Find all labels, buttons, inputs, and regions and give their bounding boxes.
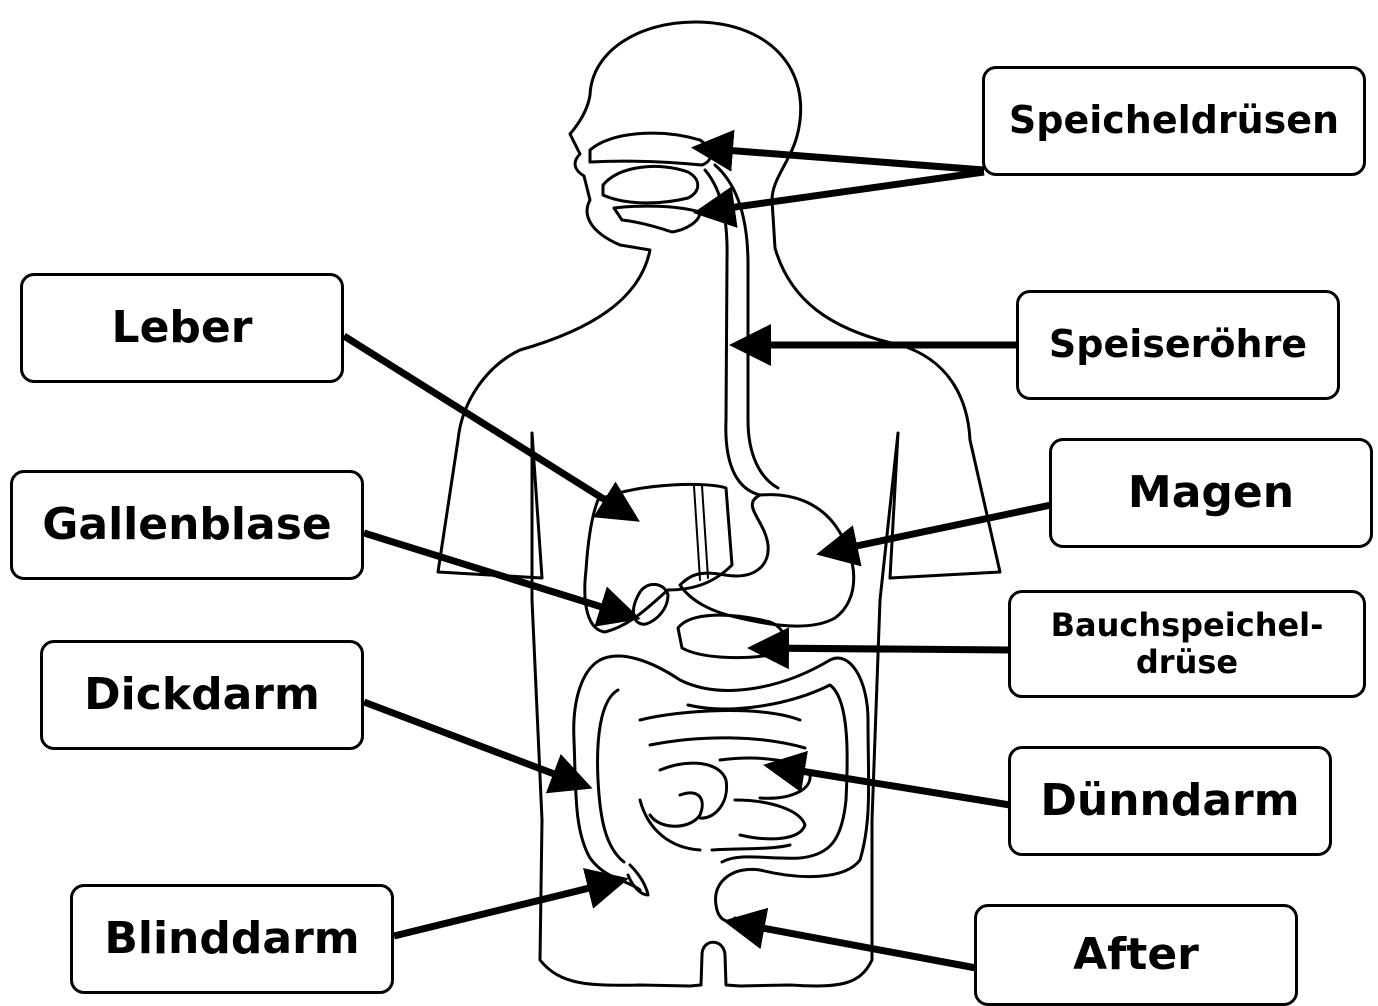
arrow-dickdarm [364, 702, 586, 786]
arrow-speicheldruesen-lower [700, 172, 984, 212]
label-magen-text: Magen [1128, 468, 1294, 519]
arrow-speicheldruesen-upper [698, 148, 984, 170]
jaw [614, 206, 700, 232]
label-speicheldruesen: Speicheldrüsen [982, 66, 1366, 176]
arrow-magen [823, 505, 1051, 553]
label-after: After [974, 904, 1298, 1006]
label-speiseroehre-text: Speiseröhre [1049, 323, 1307, 367]
small-intestine [640, 711, 810, 850]
label-duenndarm: Dünndarm [1008, 746, 1332, 856]
label-dickdarm: Dickdarm [40, 640, 364, 750]
arrow-after [730, 922, 976, 968]
arrow-bauchspeicheldruese [754, 648, 1010, 650]
tongue [603, 166, 698, 202]
label-speicheldruesen-text: Speicheldrüsen [1009, 99, 1339, 143]
label-dickdarm-text: Dickdarm [84, 670, 320, 721]
label-bauchspeichel-line2: drüse [1136, 644, 1238, 681]
label-bauchspeichel-line1: Bauchspeichel- [1051, 607, 1324, 644]
oral-cavity [590, 133, 710, 165]
arrow-blinddarm [394, 880, 622, 936]
esophagus [705, 165, 778, 495]
label-speiseroehre: Speiseröhre [1016, 290, 1340, 400]
arrow-leber [344, 336, 634, 518]
label-gallenblase-text: Gallenblase [42, 500, 331, 551]
label-blinddarm: Blinddarm [70, 884, 394, 994]
label-after-text: After [1073, 930, 1199, 981]
arrow-gallenblase [364, 533, 634, 617]
label-blinddarm-text: Blinddarm [104, 914, 359, 965]
label-gallenblase: Gallenblase [10, 470, 364, 580]
label-magen: Magen [1049, 438, 1373, 548]
label-duenndarm-text: Dünndarm [1040, 776, 1299, 827]
appendix [628, 865, 648, 895]
label-leber-text: Leber [112, 303, 253, 354]
label-leber: Leber [20, 273, 344, 383]
label-bauchspeicheldruese: Bauchspeichel- drüse [1008, 590, 1366, 698]
